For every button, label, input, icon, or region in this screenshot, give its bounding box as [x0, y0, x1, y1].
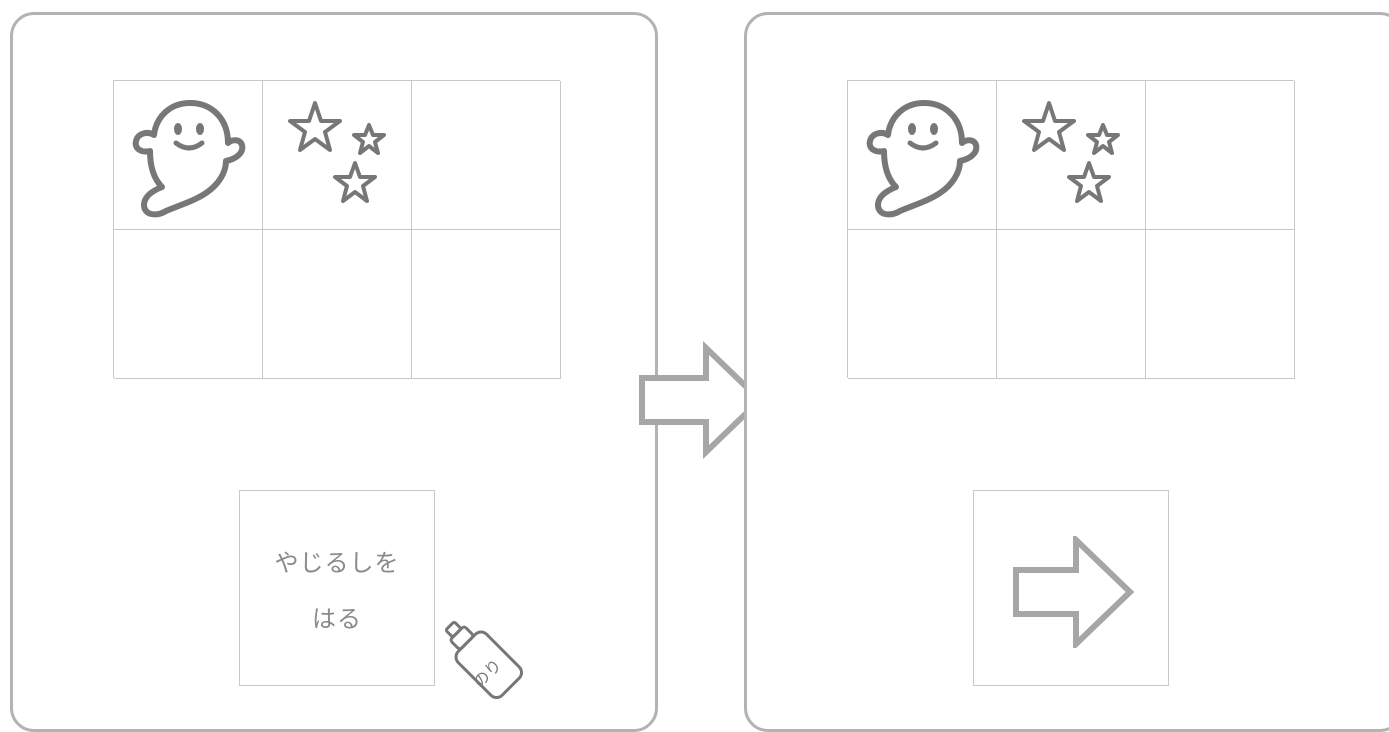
- instruction-line-1: やじるしを: [274, 549, 400, 577]
- grid-cell-ghost: [848, 81, 997, 230]
- ghost-icon: [866, 100, 980, 218]
- grid-cell-ghost: [114, 81, 263, 230]
- grid-cell-empty: [412, 230, 561, 379]
- before-panel: やじるしを はる のり: [10, 12, 658, 732]
- grid-cell-empty: [412, 81, 561, 230]
- glue-label: のり: [469, 655, 505, 691]
- before-grid: [113, 80, 561, 379]
- grid-cell-stars: [997, 81, 1146, 230]
- stars-icon: [1022, 101, 1120, 203]
- ghost-icon: [132, 100, 246, 218]
- instruction-line-2: はる: [312, 605, 362, 633]
- grid-cell-empty: [114, 230, 263, 379]
- grid-cell-empty: [848, 230, 997, 379]
- instruction-card: やじるしを はる: [239, 490, 435, 686]
- grid-cell-stars: [263, 81, 412, 230]
- right-arrow-icon: [1013, 536, 1135, 648]
- grid-cell-empty: [1146, 81, 1295, 230]
- after-grid: [847, 80, 1295, 379]
- right-arrow-icon: [639, 340, 765, 460]
- grid-cell-empty: [1146, 230, 1295, 379]
- after-panel: [744, 12, 1389, 732]
- grid-cell-empty: [263, 230, 412, 379]
- grid-cell-empty: [997, 230, 1146, 379]
- arrow-card: [973, 490, 1169, 686]
- stars-icon: [288, 101, 386, 203]
- glue-stick-icon: のり: [431, 607, 531, 711]
